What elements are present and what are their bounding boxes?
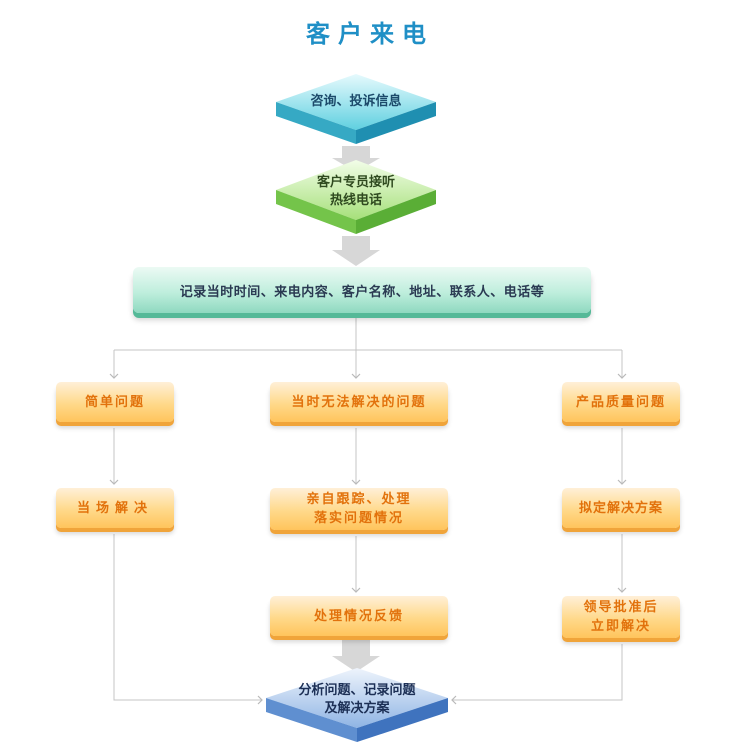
quality-problem-box: 产品质量问题 [562,382,680,422]
inquiry-node: 咨询、投诉信息 [272,72,440,152]
feedback-box: 处理情况反馈 [270,596,448,636]
followup-label-line2: 落实问题情况 [313,511,404,526]
simple-problem-box: 简单问题 [56,382,174,422]
plan-solution-label: 拟定解决方案 [578,500,663,516]
simple-problem-label: 简单问题 [84,394,145,410]
big-down-arrow-1 [332,146,380,172]
big-down-arrow-3 [332,640,380,672]
approve-box: 领导批准后 立即解决 [562,596,680,638]
approve-label-line1: 领导批准后 [583,600,659,615]
analyze-label-line2: 及解决方案 [324,701,390,716]
hotline-label-line1: 客户专员接听 [316,175,395,190]
unresolved-problem-box: 当时无法解决的问题 [270,382,448,422]
unresolved-problem-label: 当时无法解决的问题 [291,394,427,410]
analyze-label-line1: 分析问题、记录问题 [298,683,416,698]
onsite-solve-box: 当场解决 [56,488,174,528]
page-title: 客户来电 [306,20,434,48]
followup-label-line1: 亲自跟踪、处理 [306,492,412,507]
record-info-box: 记录当时时间、来电内容、客户名称、地址、联系人、电话等 [133,267,591,313]
plan-solution-box: 拟定解决方案 [562,488,680,528]
hotline-node: 客户专员接听 热线电话 [272,158,440,242]
feedback-label: 处理情况反馈 [313,608,404,624]
approve-label-line2: 立即解决 [590,619,651,634]
followup-box: 亲自跟踪、处理 落实问题情况 [270,488,448,530]
record-info-label: 记录当时时间、来电内容、客户名称、地址、联系人、电话等 [179,284,545,300]
big-down-arrow-2 [332,236,380,266]
inquiry-label: 咨询、投诉信息 [310,94,402,109]
analyze-node: 分析问题、记录问题 及解决方案 [262,666,452,748]
onsite-solve-label: 当场解决 [76,500,153,516]
quality-problem-label: 产品质量问题 [575,394,666,410]
hotline-label-line2: 热线电话 [329,193,382,208]
